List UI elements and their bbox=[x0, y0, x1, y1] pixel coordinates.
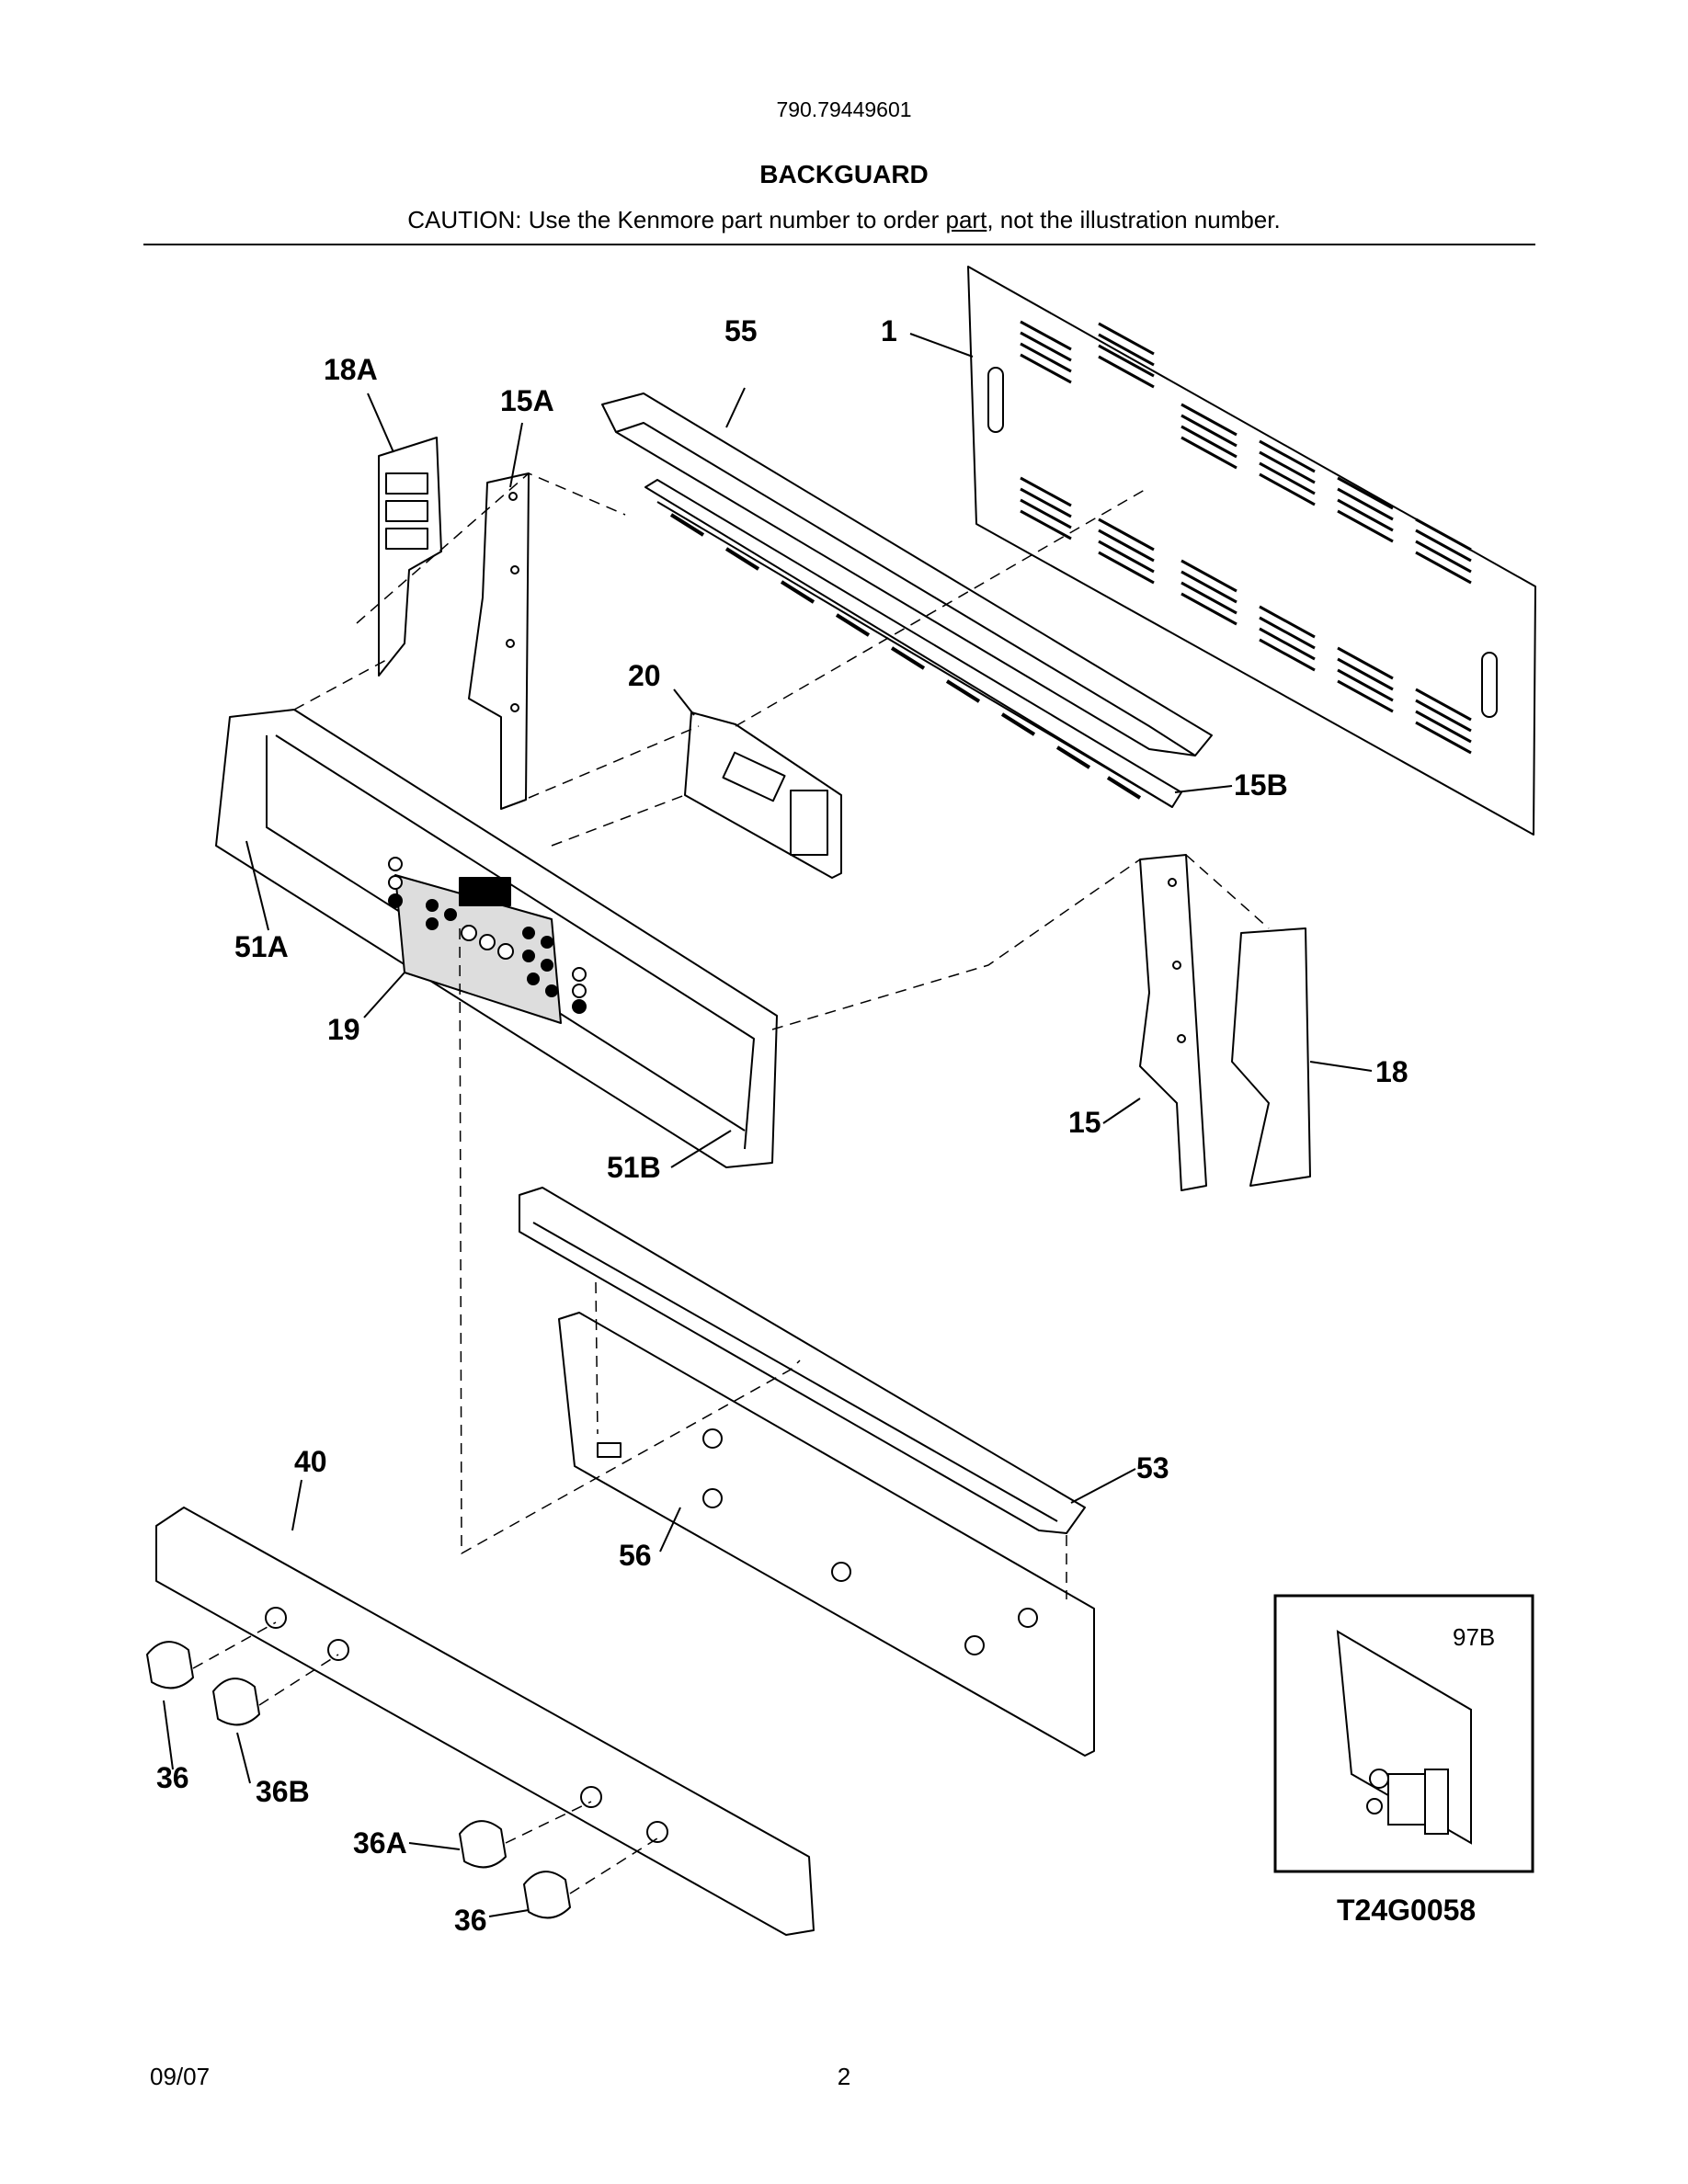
caution-suffix: , not the illustration number. bbox=[987, 206, 1281, 233]
part-40-control-panel bbox=[155, 1507, 815, 1936]
page-number: 2 bbox=[837, 2063, 851, 2090]
caution-underlined-word: part bbox=[945, 206, 987, 233]
inset-label-97B: 97B bbox=[1453, 1623, 1495, 1651]
callout-36-left: 36 bbox=[156, 1761, 189, 1794]
leader-lines bbox=[163, 333, 1373, 1917]
part-20-control-board bbox=[684, 711, 842, 879]
part-18-end-bracket bbox=[1231, 927, 1311, 1187]
callout-36B: 36B bbox=[256, 1775, 310, 1808]
part-15-side-bracket bbox=[1139, 854, 1207, 1191]
callout-1: 1 bbox=[881, 314, 897, 347]
callout-36-bottom: 36 bbox=[454, 1904, 487, 1937]
callout-51B: 51B bbox=[607, 1151, 661, 1184]
callout-18: 18 bbox=[1375, 1055, 1409, 1088]
part-18A-end-bracket bbox=[378, 437, 442, 677]
part-1-rear-panel bbox=[967, 266, 1536, 836]
callout-19: 19 bbox=[327, 1013, 360, 1046]
callout-40: 40 bbox=[294, 1445, 327, 1478]
callout-55: 55 bbox=[724, 314, 758, 347]
callout-18A: 18A bbox=[324, 353, 378, 386]
drawing-reference-code: T24G0058 bbox=[1337, 1894, 1477, 1927]
part-15A-side-bracket bbox=[468, 472, 530, 810]
callout-15A: 15A bbox=[500, 384, 554, 417]
part-56-manifold-panel bbox=[558, 1312, 1095, 1757]
caution-note: CAUTION: Use the Kenmore part number to … bbox=[0, 206, 1688, 234]
callout-15B: 15B bbox=[1234, 768, 1288, 802]
callout-labels: 1 55 18A 15A 20 15B 51A 19 51B 15 18 53 … bbox=[156, 314, 1409, 1937]
part-19-console bbox=[215, 709, 778, 1168]
revision-date: 09/07 bbox=[150, 2063, 211, 2090]
callout-53: 53 bbox=[1136, 1451, 1169, 1484]
page-title: BACKGUARD bbox=[759, 160, 929, 188]
callout-56: 56 bbox=[619, 1539, 652, 1572]
assembly-guide-lines bbox=[192, 472, 1270, 1894]
callout-51A: 51A bbox=[234, 930, 289, 963]
caution-prefix: CAUTION: Use the Kenmore part number to … bbox=[407, 206, 946, 233]
callout-20: 20 bbox=[628, 659, 661, 692]
part-55-top-trim bbox=[601, 392, 1213, 756]
part-53-lower-rail bbox=[519, 1187, 1086, 1534]
knobs bbox=[146, 1641, 571, 1919]
model-number: 790.79449601 bbox=[776, 97, 912, 121]
header-divider bbox=[143, 244, 1535, 245]
inset-97B: 97B bbox=[1273, 1594, 1534, 1873]
callout-36A: 36A bbox=[353, 1826, 407, 1860]
callout-15: 15 bbox=[1068, 1106, 1101, 1139]
